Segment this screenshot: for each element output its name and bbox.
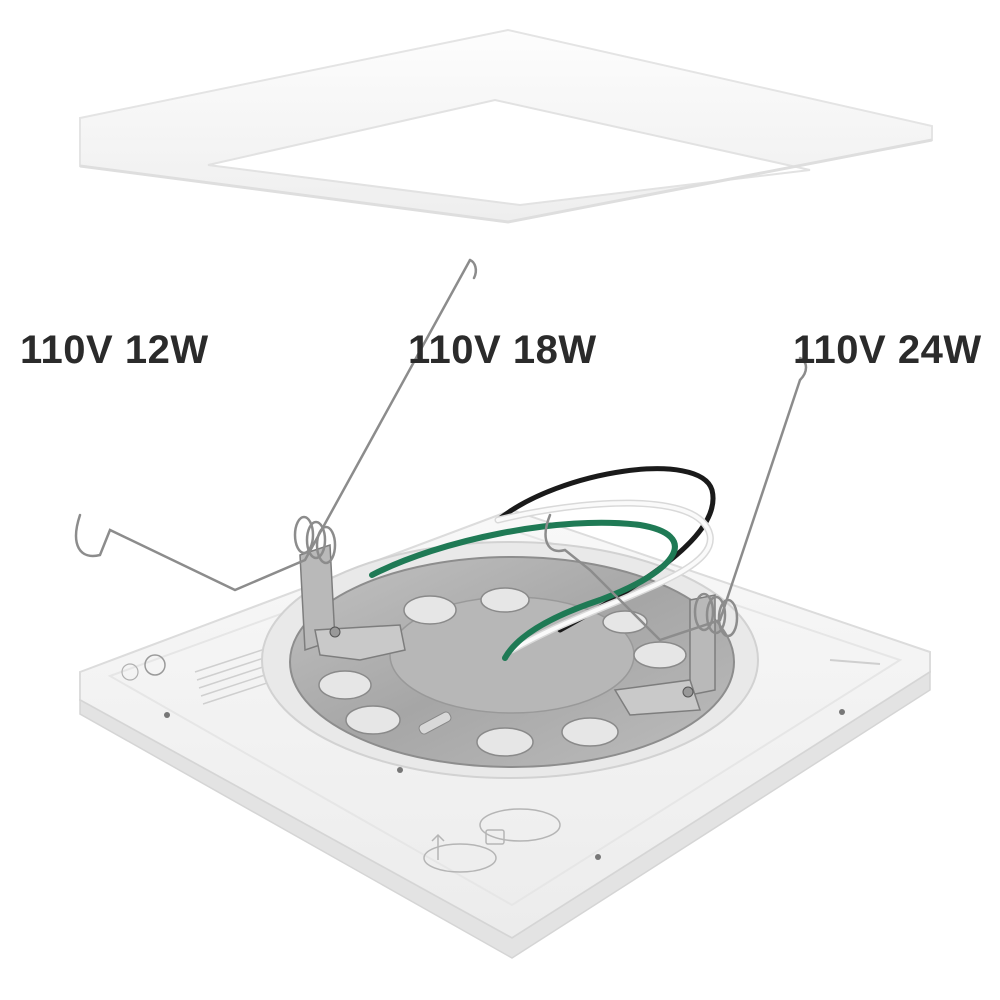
- green-wire: [369, 519, 678, 661]
- left-bracket: [299, 543, 406, 661]
- diffuser-frame: [79, 28, 933, 224]
- wires: [369, 466, 716, 661]
- variant-label-18w: 110V 18W: [408, 328, 597, 372]
- printed-label-lines: [194, 647, 277, 705]
- variant-label-12w: 110V 12W: [20, 328, 209, 372]
- right-bracket: [613, 594, 716, 716]
- mounting-plate: [261, 541, 759, 779]
- variant-label-24w: 110V 24W: [793, 328, 982, 372]
- lamp-icon: [423, 808, 561, 873]
- ul-certification-mark: [121, 654, 166, 681]
- left-spring-clip: [74, 258, 478, 592]
- right-spring-clip: [544, 356, 808, 642]
- pull-arrow-icon: [431, 833, 445, 860]
